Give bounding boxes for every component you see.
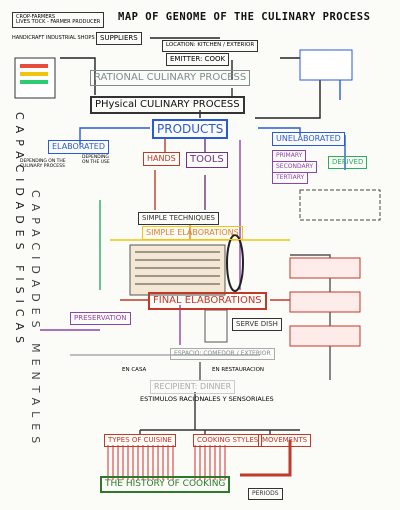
periods-node: PERIODS — [248, 488, 283, 500]
recipient-node: RECIPIENT: DINNER — [150, 380, 236, 394]
derived-node: DERIVED — [328, 156, 368, 169]
livestock-label: LIVES TOCK - FARMER PRODUCER — [16, 19, 101, 25]
final-elaborations-node: FINAL ELABORATIONS — [148, 292, 267, 310]
depending-process-label: DEPENDING ON THE CULINARY PROCESS — [20, 159, 66, 169]
tools-node: TOOLS — [186, 152, 228, 168]
espacio-node: ESPACIO: COMEDOR / EXTERIOR — [170, 348, 275, 360]
unelaborated-node: UNELABORATED — [272, 132, 345, 146]
en-casa-label: EN CASA — [122, 367, 147, 373]
simple-techniques-node: SIMPLE TECHNIQUES — [138, 212, 219, 225]
preservation-node: PRESERVATION — [70, 312, 131, 325]
emitter-node: EMITTER: COOK — [166, 53, 230, 66]
suppliers-node: SUPPLIERS — [96, 32, 142, 45]
capacidades-fisicas-column: CAPACIDADES FISICAS — [13, 112, 26, 350]
location-node: LOCATION: KITCHEN / EXTERIOR — [162, 40, 259, 52]
capacidades-mentales-column: CAPACIDADES MENTALES — [29, 190, 42, 450]
movements-node: MOVEMENTS — [258, 434, 312, 447]
cooking-styles-node: COOKING STYLES — [193, 434, 263, 447]
simple-elaborations-node: SIMPLE ELABORATIONS — [142, 226, 243, 240]
en-restauracion-label: EN RESTAURACION — [212, 367, 265, 373]
products-node: PRODUCTS — [152, 119, 229, 139]
rational-culinary-process-node: RATIONAL CULINARY PROCESS — [90, 70, 251, 86]
estimulos-label: ESTIMULOS RACIONALES Y SENSORIALES — [140, 395, 274, 403]
crop-farmers-label: CROP-FARMERS — [16, 14, 56, 20]
history-of-cooking-node: THE HISTORY OF COOKING — [100, 476, 231, 493]
types-of-cuisine-node: TYPES OF CUISINE — [104, 434, 176, 447]
handicraft-label: HANDICRAFT INDUSTRIAL SHOPS — [12, 35, 95, 41]
crop-farmers-node: CROP-FARMERS LIVES TOCK - FARMER PRODUCE… — [12, 12, 105, 28]
depending-use-label: DEPENDING ON THE USE — [82, 155, 110, 165]
elaborated-node: ELABORATED — [48, 140, 109, 154]
tertiary-node: TERTIARY — [272, 172, 309, 184]
page-title: MAP OF GENOME OF THE CULINARY PROCESS — [118, 11, 371, 23]
serve-dish-node: SERVE DISH — [232, 318, 282, 331]
hands-node: HANDS — [143, 152, 180, 166]
physical-culinary-process-node: PHysical CULINARY PROCESS — [90, 96, 245, 114]
